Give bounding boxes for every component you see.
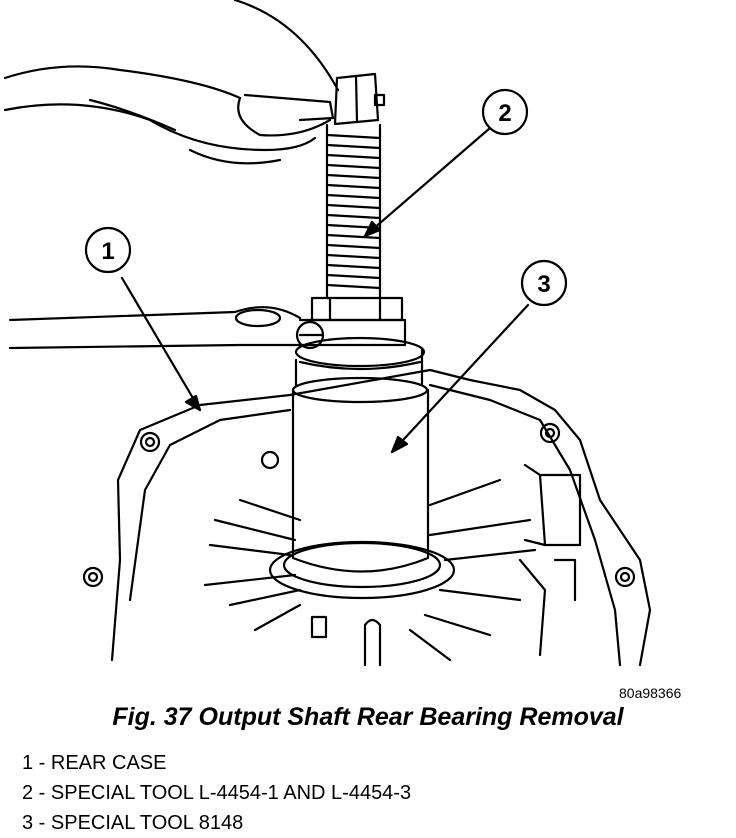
callout-1-leader — [120, 276, 202, 412]
legend-item-rear-case: 1 - REAR CASE — [22, 752, 167, 774]
legend-item-special-tool-8148: 3 - SPECIAL TOOL 8148 — [22, 812, 244, 834]
bearing-seat-ring — [282, 541, 442, 589]
wrench — [8, 306, 325, 350]
callout-3-leader — [390, 303, 530, 454]
callout-3-circle — [520, 259, 568, 307]
hand — [3, 0, 340, 165]
callout-2-leader — [363, 126, 492, 238]
rear-case — [82, 368, 652, 667]
special-tool-cup — [291, 336, 430, 573]
figure-caption: Fig. 37 Output Shaft Rear Bearing Remova… — [112, 703, 624, 731]
tool-nut — [298, 296, 407, 347]
threaded-screw — [325, 72, 386, 300]
callout-1-circle — [84, 226, 132, 274]
legend-list: 1 - REAR CASE 2 - SPECIAL TOOL L-4454-1 … — [22, 748, 411, 838]
figure-reference-code: 80a98366 — [619, 685, 682, 701]
callout-3-number: 3 — [537, 271, 550, 298]
callout-2-number: 2 — [498, 100, 511, 127]
legend-item-special-tool-l4454: 2 - SPECIAL TOOL L-4454-1 AND L-4454-3 — [22, 782, 412, 804]
technical-illustration: 1 2 3 — [3, 0, 652, 667]
callout-1-number: 1 — [101, 238, 114, 265]
callout-2-circle — [481, 88, 529, 136]
